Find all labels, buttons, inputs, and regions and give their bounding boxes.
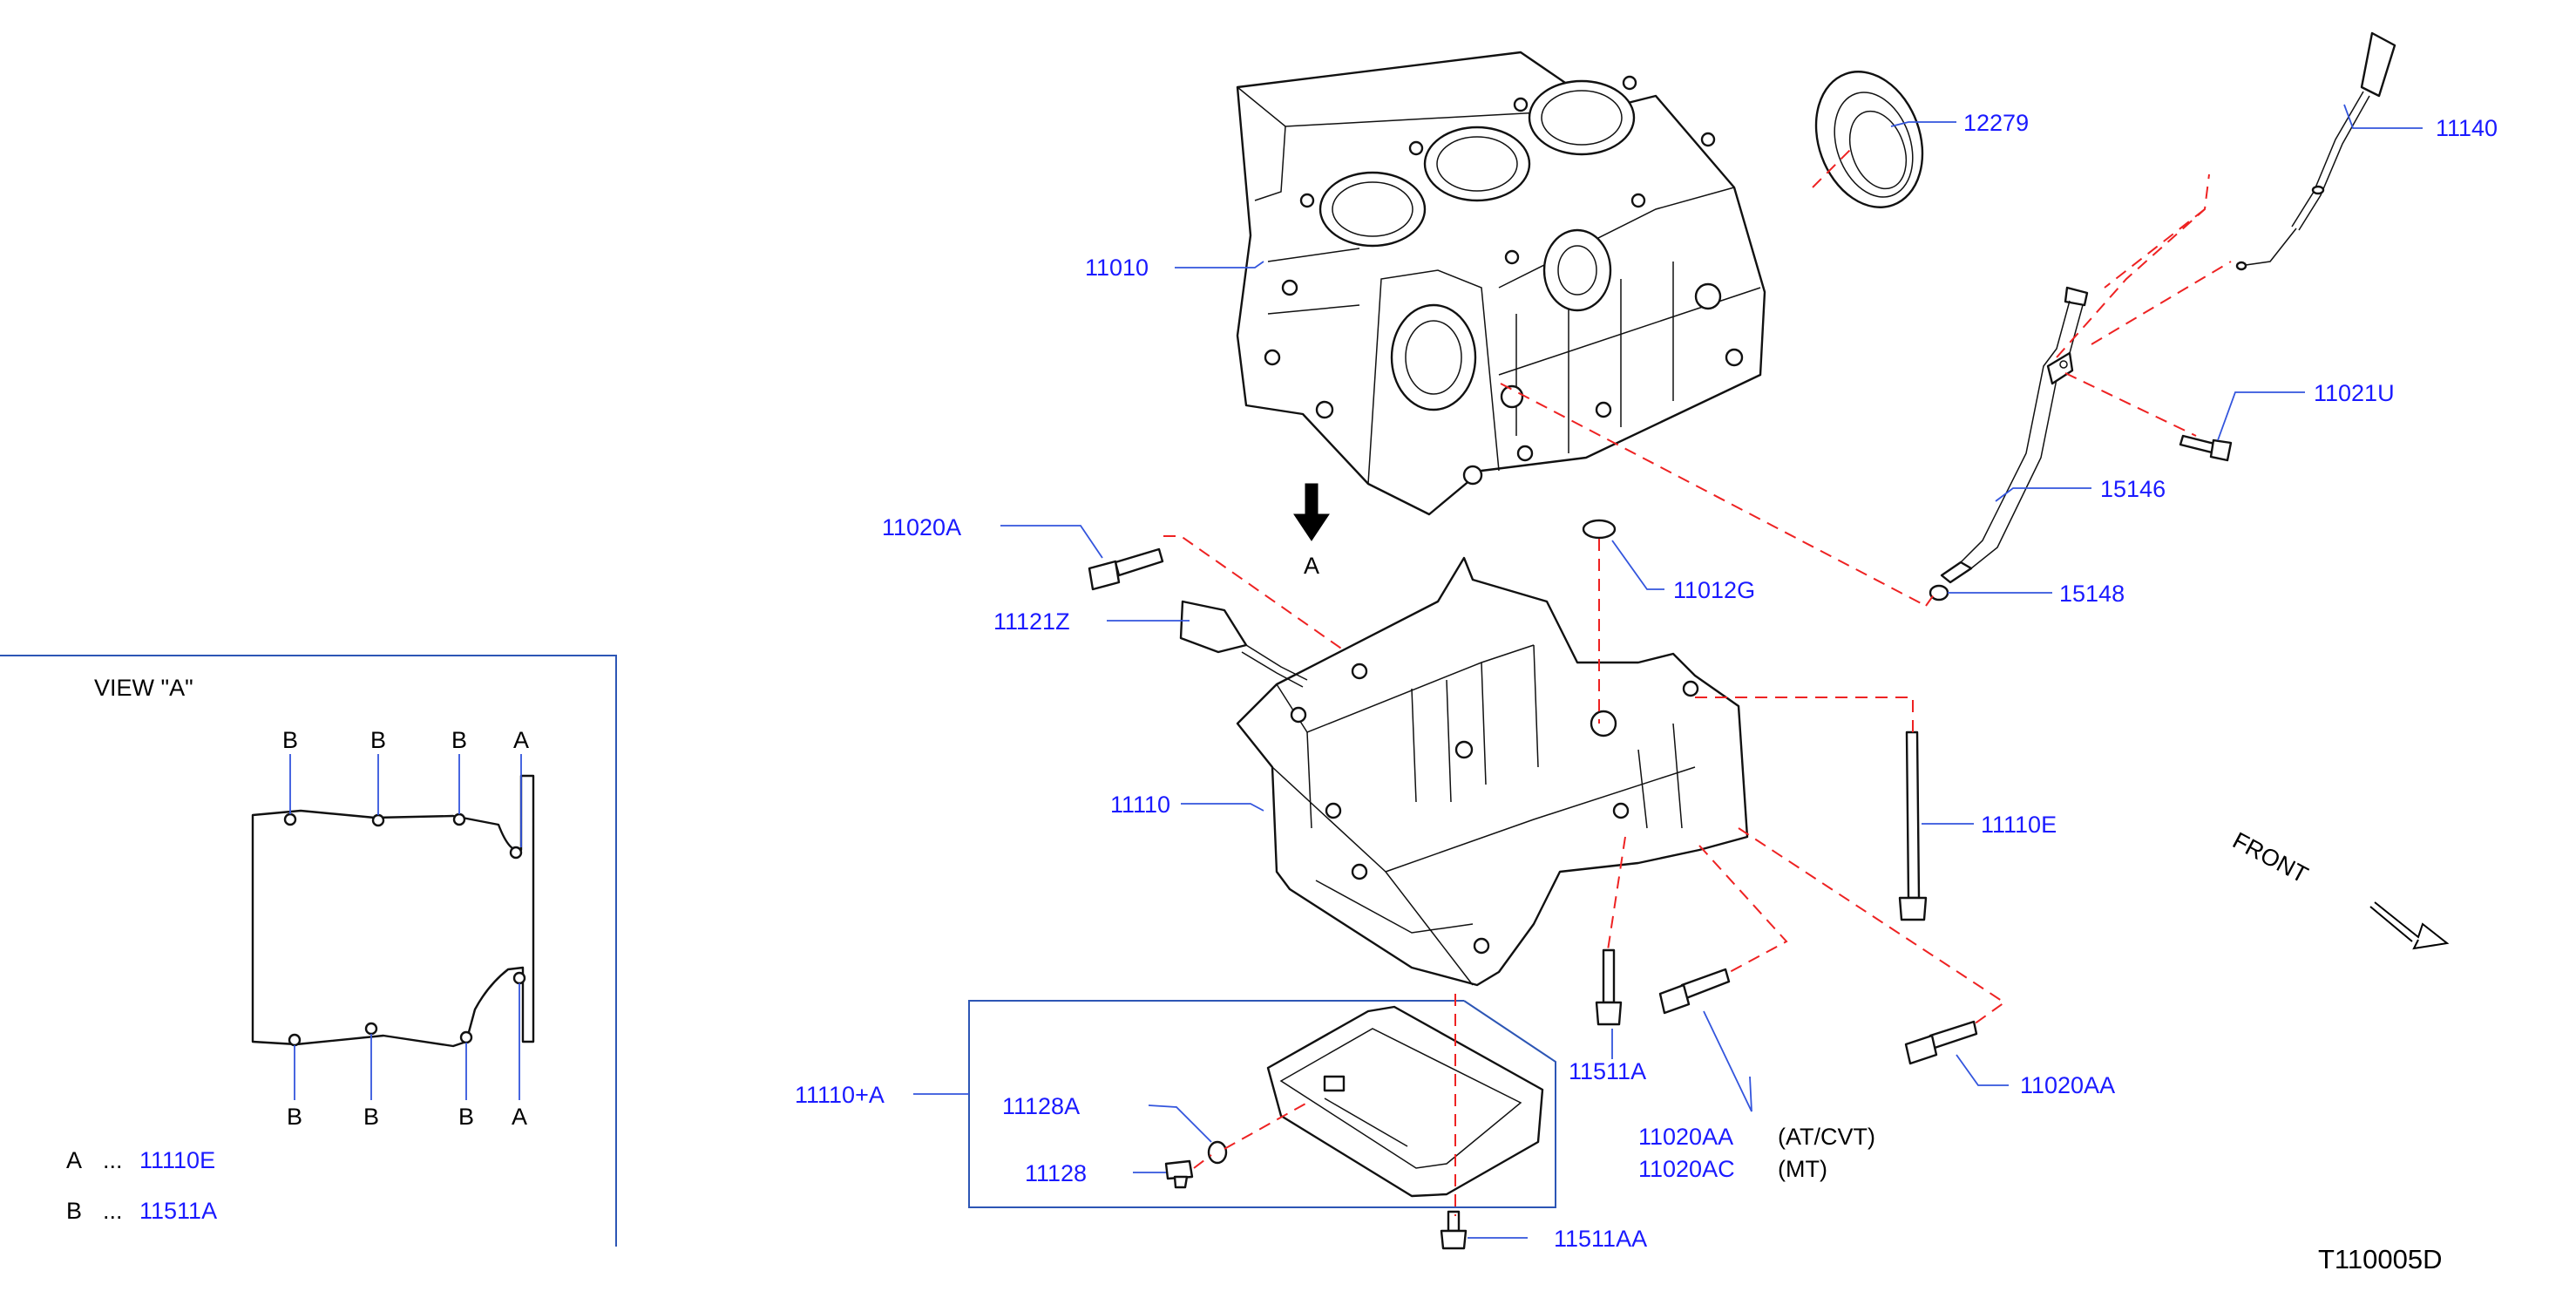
- callout-11110[interactable]: 11110: [1110, 792, 1170, 818]
- view-a-top-label: A: [513, 727, 529, 753]
- bolt-11511AA-drawing: [1440, 1210, 1468, 1250]
- bolt-11021U-drawing: [2179, 434, 2233, 462]
- bolt-11020AC-drawing: [1658, 968, 1731, 1015]
- note-atcvt: (AT/CVT): [1778, 1124, 1875, 1150]
- callout-11010[interactable]: 11010: [1085, 255, 1149, 281]
- bolt-11511A-drawing: [1595, 948, 1623, 1026]
- callout-11021U[interactable]: 11021U: [2314, 380, 2395, 406]
- callout-11020A[interactable]: 11020A: [882, 514, 961, 540]
- cylinder-block-drawing: [1236, 51, 1766, 516]
- baffle-plug-drawing: [1582, 519, 1617, 540]
- bolt-11020A-drawing: [1088, 547, 1164, 591]
- view-a-bolt-hole: [364, 1022, 378, 1036]
- callout-11110-plus-a[interactable]: 11110+A: [795, 1082, 885, 1108]
- view-a-bottom-label: B: [363, 1104, 379, 1130]
- callout-12279[interactable]: 12279: [1963, 110, 2029, 136]
- lower-pan-box: [968, 1000, 1556, 1208]
- callout-11121Z[interactable]: 11121Z: [993, 608, 1070, 635]
- view-arrow: A: [1293, 483, 1330, 579]
- dipstick-drawing: [2235, 31, 2396, 271]
- view-a-bolt-hole: [283, 812, 297, 826]
- drain-plug-drawing: [1164, 1159, 1194, 1189]
- callout-11020AC-note[interactable]: 11020AC: [1638, 1156, 1735, 1182]
- view-a-bottom-label: B: [287, 1104, 302, 1130]
- view-a-bolt-hole: [371, 813, 385, 827]
- leader-lines: [913, 104, 2423, 1239]
- callout-11110E[interactable]: 11110E: [1981, 812, 2057, 838]
- oil-pan-lower-drawing: [1266, 1005, 1544, 1198]
- callout-11020AA-note[interactable]: 11020AA: [1638, 1124, 1733, 1150]
- legend-key-b: B: [66, 1198, 82, 1224]
- drawing-code: T110005D: [2318, 1244, 2442, 1274]
- bolt-11110E-drawing: [1898, 731, 1928, 921]
- view-a-bolt-hole: [288, 1033, 302, 1047]
- legend-dots-b: ...: [103, 1198, 123, 1224]
- view-a-top-label: B: [451, 727, 467, 753]
- oil-pan-upper-drawing: [1236, 556, 1749, 987]
- callout-15148[interactable]: 15148: [2059, 581, 2125, 607]
- view-a-top-label: B: [282, 727, 298, 753]
- lower-pan-frame: [968, 1000, 1556, 1208]
- callout-15146[interactable]: 15146: [2100, 476, 2166, 502]
- callout-11140[interactable]: 11140: [2436, 115, 2498, 141]
- legend-dots-a: ...: [103, 1147, 123, 1173]
- view-a-bolt-hole: [512, 971, 526, 985]
- bolt-11020AA-drawing: [1904, 1020, 1978, 1065]
- view-a-bottom-label: B: [458, 1104, 474, 1130]
- callout-11511AA[interactable]: 11511AA: [1554, 1226, 1647, 1252]
- view-panel-frame: [0, 655, 617, 1247]
- view-a-top-label: B: [370, 727, 386, 753]
- view-a-bottom-label: A: [512, 1104, 527, 1130]
- legend-key-a: A: [66, 1147, 82, 1173]
- legend-part-b[interactable]: 11511A: [139, 1198, 217, 1224]
- front-label: FRONT: [2228, 827, 2312, 888]
- drain-washer-drawing: [1207, 1140, 1228, 1165]
- callout-11128A[interactable]: 11128A: [1002, 1093, 1080, 1119]
- rear-oil-seal-drawing: [1814, 71, 1924, 208]
- note-mt: (MT): [1778, 1156, 1827, 1182]
- legend-part-a[interactable]: 11110E: [139, 1147, 215, 1173]
- view-arrow-label: A: [1304, 553, 1319, 579]
- view-a-bolt-hole: [459, 1030, 473, 1044]
- view-a-bolt-hole: [452, 812, 466, 826]
- callout-11511A[interactable]: 11511A: [1569, 1058, 1646, 1084]
- view-panel-title: VIEW "A": [94, 675, 193, 701]
- view-a-panel: VIEW "A" B B B A B B B A A ... 11110E B …: [0, 655, 617, 1247]
- o-ring-drawing: [1929, 584, 1949, 601]
- oil-strainer-drawing: [1179, 600, 1308, 688]
- view-a-pan-outline: [251, 774, 535, 1048]
- front-arrow: FRONT: [2228, 827, 2450, 950]
- callout-11128[interactable]: 11128: [1025, 1160, 1087, 1186]
- callout-11012G[interactable]: 11012G: [1673, 577, 1755, 603]
- callout-labels: 11010 12279 11140 11021U 15146 15148 110…: [795, 110, 2498, 1252]
- callout-11020AA[interactable]: 11020AA: [2020, 1072, 2115, 1098]
- view-a-bolt-hole: [509, 846, 523, 860]
- reference-lines: [1163, 147, 2232, 1216]
- dipstick-guide-drawing: [1940, 286, 2089, 584]
